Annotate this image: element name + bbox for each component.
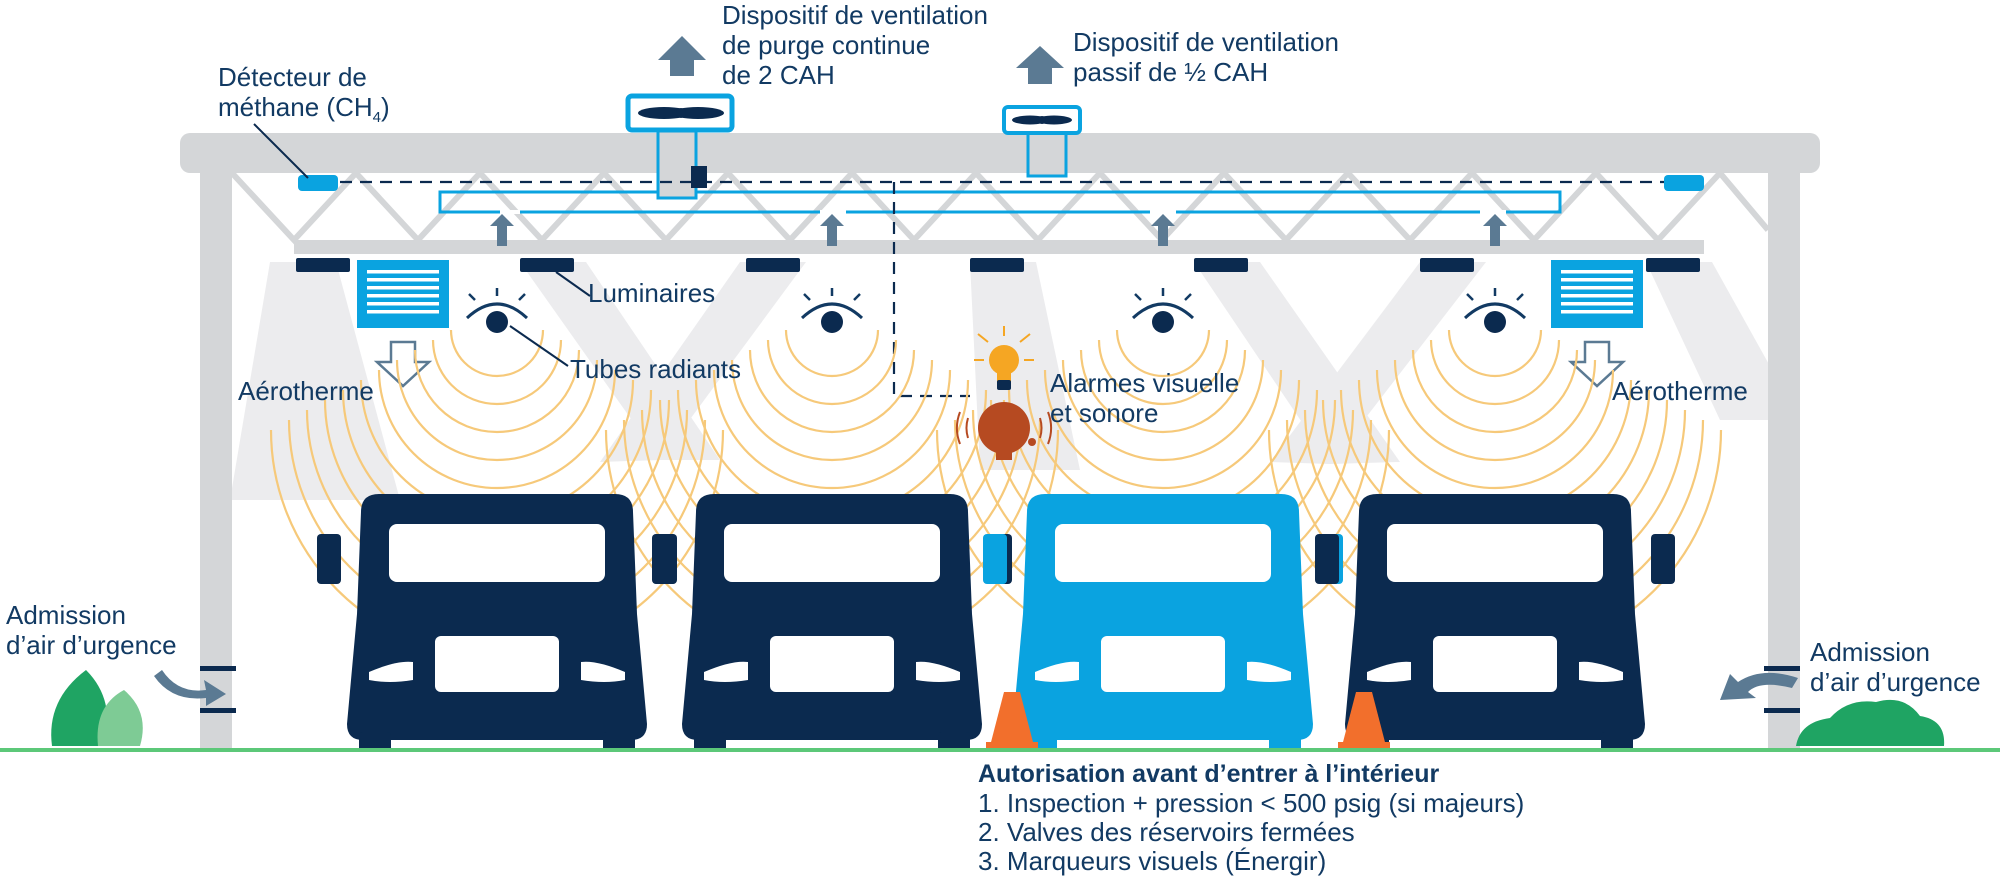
methane-detector-label: Détecteur de méthane (CH4): [218, 62, 390, 133]
heater-right-label: Aérotherme: [1612, 376, 1748, 406]
purge-vent-label: Dispositif de ventilation de purge conti…: [722, 0, 988, 90]
exhaust-arrows: [658, 36, 1064, 84]
passive-up-arrow-icon: [1016, 46, 1064, 84]
emergency-intake-left-label-line2: d’air d’urgence: [6, 630, 177, 660]
intake-arrow-left-icon: [154, 670, 226, 706]
authorization-step-1: 1. Inspection + pression < 500 psig (si …: [978, 788, 1525, 818]
truck-icon-3: [983, 494, 1343, 752]
methane-detector-suffix: ): [380, 92, 390, 122]
light-bulb-icon: [974, 326, 1034, 390]
alarms-label-line1: Alarmes visuelle: [1050, 368, 1240, 398]
methane-detector-right: [1664, 175, 1704, 191]
left-column: [200, 160, 232, 750]
radiant-tubes-label: Tubes radiants: [570, 354, 742, 384]
roof-beam: [180, 133, 1820, 173]
purge-vent-label-line1: Dispositif de ventilation: [722, 0, 988, 30]
authorization-panel: Autorisation avant d’entrer à l’intérieu…: [978, 760, 1524, 876]
passive-vent-label: Dispositif de ventilation passif de ½ CA…: [1073, 27, 1339, 87]
passive-fan-icon: [1002, 105, 1082, 135]
passive-vent-label-line1: Dispositif de ventilation: [1073, 27, 1339, 57]
plant-icon-right: [1796, 699, 1945, 746]
ground-line: [0, 748, 2000, 752]
methane-detector-leader: [253, 123, 309, 179]
exhaust-duct: [438, 190, 1562, 214]
emergency-intake-right-label-line1: Admission: [1810, 637, 1930, 667]
heater-left-icon: [357, 260, 449, 328]
luminaires-leader: [555, 271, 591, 297]
truss-chord: [294, 240, 1704, 254]
emergency-intake-left-label-line1: Admission: [6, 600, 126, 630]
methane-detector-formula: méthane (CH: [218, 92, 373, 122]
emergency-intake-left-label: Admission d’air d’urgence: [6, 600, 177, 660]
purge-vent-label-line2: de purge continue: [722, 30, 931, 60]
radiant-tube-eye-icon-2: [800, 286, 864, 335]
alarms-label-line2: et sonore: [1050, 398, 1159, 428]
purge-fan-icon: [625, 93, 735, 188]
plant-icon-left: [51, 670, 143, 746]
radiant-tube-eye-icon-1: [465, 286, 529, 335]
emergency-intake-right: [1720, 666, 1800, 713]
passive-duct: [1026, 130, 1068, 178]
heater-right-icon: [1551, 260, 1643, 328]
purge-vent-label-line3: de 2 CAH: [722, 60, 835, 90]
luminaires-row: [296, 258, 1700, 272]
radiant-tube-eye-icon-4: [1463, 286, 1527, 335]
truck-icon-2: [652, 494, 1012, 752]
purge-duct: [656, 122, 698, 200]
alarms-label: Alarmes visuelle et sonore: [1050, 368, 1239, 428]
heater-left-label: Aérotherme: [238, 376, 374, 406]
emergency-intake-right-label-line2: d’air d’urgence: [1810, 667, 1981, 697]
radiant-tube-eye-icon-3: [1131, 286, 1195, 335]
authorization-step-2: 2. Valves des réservoirs fermées: [978, 817, 1355, 847]
emergency-intake-right-label: Admission d’air d’urgence: [1810, 637, 1981, 697]
passive-vent-label-line2: passif de ½ CAH: [1073, 57, 1269, 87]
intake-arrow-right-icon: [1720, 672, 1798, 700]
methane-detector-label-line1: Détecteur de: [218, 62, 367, 92]
right-column: [1768, 160, 1800, 750]
bell-icon: [955, 402, 1053, 460]
methane-detector-subscript: 4: [372, 109, 381, 127]
truck-icon-1: [317, 494, 677, 752]
methane-detector-left: [298, 175, 338, 191]
methane-detector-label-line2: méthane (CH4): [218, 92, 390, 133]
truss-diagonals: [229, 168, 1771, 245]
radiant-tubes-leader: [509, 325, 569, 367]
luminaires-label: Luminaires: [588, 278, 716, 308]
control-wiring: [320, 180, 1668, 398]
authorization-step-3: 3. Marqueurs visuels (Énergir): [978, 846, 1327, 876]
emergency-intake-left: [154, 666, 236, 713]
purge-up-arrow-icon: [658, 36, 706, 76]
authorization-title: Autorisation avant d’entrer à l’intérieu…: [978, 760, 1440, 788]
